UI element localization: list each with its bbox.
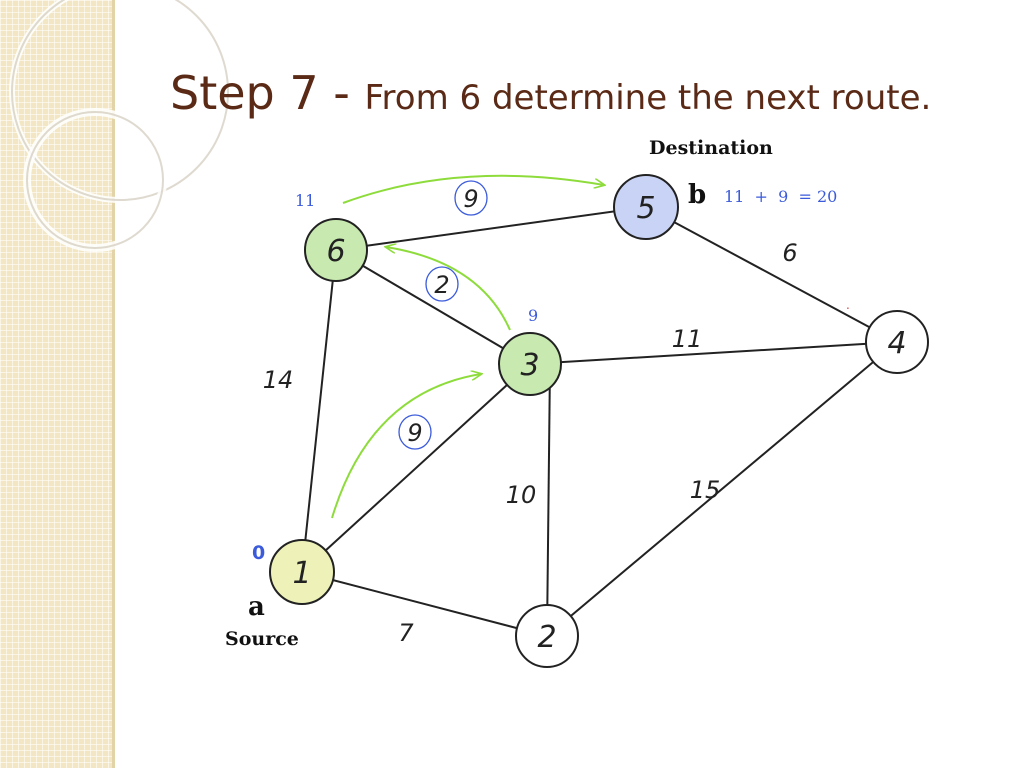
node-3-distance: 9 xyxy=(528,306,538,325)
node-5 xyxy=(613,174,679,240)
title-subtitle: From 6 determine the next route. xyxy=(364,78,932,118)
node-4 xyxy=(865,310,929,374)
edge-1-3 xyxy=(301,363,531,573)
distance-sum: 11 + 9 = 20 xyxy=(724,187,837,206)
weight-3-6: 2 xyxy=(434,271,449,299)
node-4-label: 4 xyxy=(887,326,906,361)
weight-1-2: 7 xyxy=(398,619,414,647)
node-5-label: 5 xyxy=(636,191,655,226)
decorative-rings xyxy=(9,0,231,252)
slide-title: Step 7 - From 6 determine the next route… xyxy=(170,66,931,120)
node-2 xyxy=(515,604,579,668)
edge-2-3 xyxy=(546,363,551,637)
weight-1-3: 9 xyxy=(407,419,422,447)
weight-2-3: 10 xyxy=(506,481,537,509)
source-distance: 0 xyxy=(252,542,265,564)
circled-weight-3-6 xyxy=(425,266,459,302)
weight-4-5: 6 xyxy=(782,239,797,267)
circled-weight-5-6 xyxy=(454,180,488,216)
destination-caption: Destination xyxy=(649,137,773,159)
edge-1-2 xyxy=(301,571,548,637)
route-arrow-1-to-3 xyxy=(331,374,481,519)
node-1 xyxy=(269,539,335,605)
edge-5-6 xyxy=(335,206,647,251)
source-caption: Source xyxy=(225,628,299,650)
route-arrow-3-to-6 xyxy=(386,247,511,331)
edge-3-6 xyxy=(335,249,531,365)
node-1-label: 1 xyxy=(292,556,311,591)
circled-weight-1-3 xyxy=(398,414,432,450)
edge-4-5 xyxy=(645,206,898,343)
weight-5-6: 9 xyxy=(463,185,478,213)
weight-3-4: 11 xyxy=(672,325,703,353)
destination-letter: b xyxy=(688,180,706,210)
source-letter: a xyxy=(248,592,265,622)
weight-2-4: 15 xyxy=(690,476,721,504)
node-6-distance: 11 xyxy=(295,191,315,210)
node-3 xyxy=(498,332,562,396)
node-3-label: 3 xyxy=(520,348,539,383)
edge-2-4 xyxy=(546,341,898,637)
edge-3-4 xyxy=(529,341,898,365)
stray-dot: . xyxy=(846,298,850,312)
route-arrow-6-to-5 xyxy=(342,174,604,204)
node-6 xyxy=(304,218,368,282)
edge-1-6 xyxy=(301,249,337,573)
node-2-label: 2 xyxy=(537,620,556,655)
node-6-label: 6 xyxy=(326,234,345,269)
title-step: Step 7 - xyxy=(170,66,365,120)
weight-1-6: 14 xyxy=(263,366,294,394)
